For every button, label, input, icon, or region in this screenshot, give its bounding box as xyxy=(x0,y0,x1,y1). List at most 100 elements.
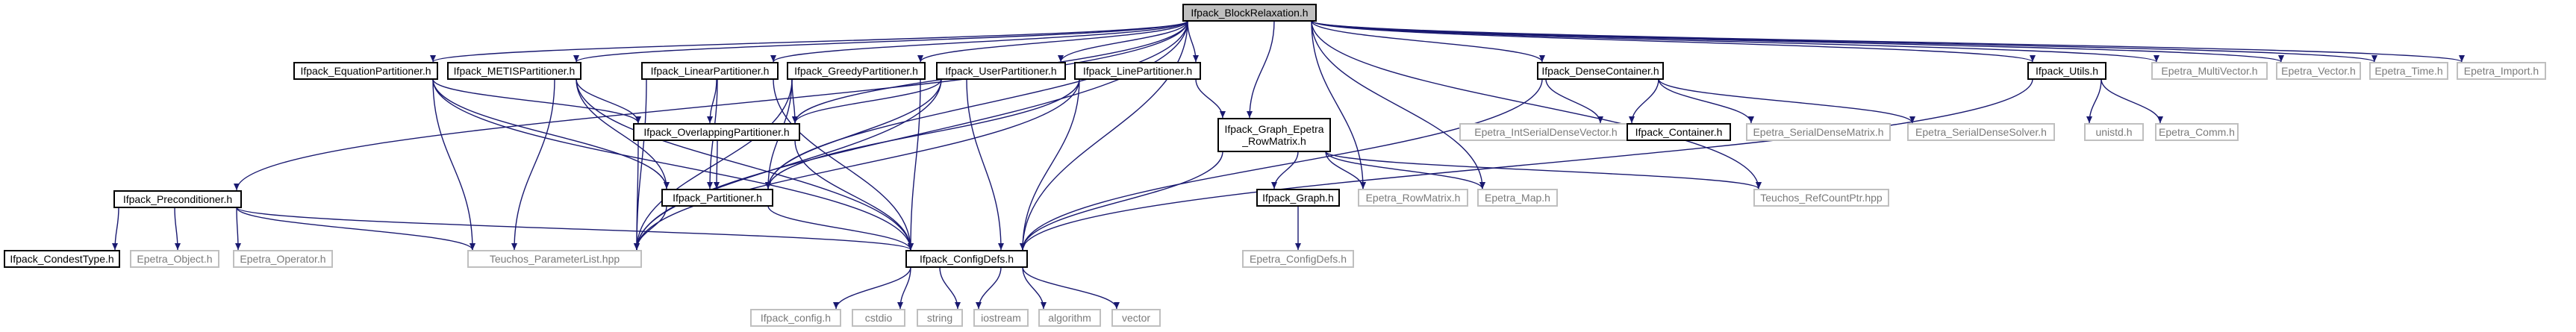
node-sds[interactable]: Epetra_SerialDenseSolver.h xyxy=(1907,123,2055,141)
node-obj[interactable]: Epetra_Object.h xyxy=(130,250,219,268)
node-box xyxy=(852,309,905,327)
node-root[interactable]: Ifpack_BlockRelaxation.h xyxy=(1182,4,1317,22)
include-edge-root-to-import xyxy=(1311,20,2465,63)
include-edge-cfg-to-iostream xyxy=(976,266,1002,310)
include-edge-root-to-dense xyxy=(1311,20,1545,63)
include-edge-linep-to-cfg xyxy=(1020,78,1080,251)
include-edge-utils-to-unistd xyxy=(2086,78,2102,124)
node-label: cstdio xyxy=(865,312,893,324)
node-label: Epetra_Import.h xyxy=(2464,65,2539,77)
include-edge-cfg-to-algorithm xyxy=(1022,266,1047,310)
include-edge-root-to-rcp xyxy=(1311,20,1762,190)
node-graph[interactable]: Ifpack_Graph.h xyxy=(1256,189,1340,207)
node-label: string xyxy=(927,312,952,324)
node-cstdio[interactable]: cstdio xyxy=(852,309,905,327)
include-edge-root-to-greedy xyxy=(917,20,1188,63)
node-box xyxy=(973,309,1029,327)
node-tpl[interactable]: Teuchos_ParameterList.hpp xyxy=(467,250,642,268)
node-label: Epetra_RowMatrix.h xyxy=(1366,192,1461,204)
node-label: Epetra_SerialDenseMatrix.h xyxy=(1753,126,1883,138)
node-box xyxy=(2151,62,2268,80)
node-userp[interactable]: Ifpack_UserPartitioner.h xyxy=(936,62,1066,80)
node-box xyxy=(641,62,779,80)
node-box xyxy=(1477,189,1558,207)
node-box xyxy=(1242,250,1354,268)
node-label: Ifpack_Container.h xyxy=(1635,126,1723,138)
node-isdv[interactable]: Epetra_IntSerialDenseVector.h xyxy=(1459,123,1632,141)
node-label: Ifpack_Graph_Epetra xyxy=(1224,123,1323,135)
node-eqp[interactable]: Ifpack_EquationPartitioner.h xyxy=(293,62,438,80)
include-edge-eqp-to-tpl xyxy=(432,78,475,251)
node-ovl[interactable]: Ifpack_OverlappingPartitioner.h xyxy=(633,123,800,141)
node-algorithm[interactable]: algorithm xyxy=(1038,309,1101,327)
node-box xyxy=(2276,62,2361,80)
include-edge-dense-to-cfg xyxy=(1020,78,1543,251)
include-edge-root-to-utils xyxy=(1311,20,2036,63)
node-box xyxy=(293,62,438,80)
node-linp[interactable]: Ifpack_LinearPartitioner.h xyxy=(641,62,779,80)
node-layer: Ifpack_BlockRelaxation.hIfpack_EquationP… xyxy=(4,4,2546,327)
include-edge-linep-to-gep xyxy=(1195,78,1226,119)
node-label: Ifpack_ConfigDefs.h xyxy=(920,253,1014,265)
node-sdm[interactable]: Epetra_SerialDenseMatrix.h xyxy=(1746,123,1891,141)
node-unistd[interactable]: unistd.h xyxy=(2084,123,2144,141)
node-rowm[interactable]: Epetra_RowMatrix.h xyxy=(1358,189,1468,207)
node-box xyxy=(1217,118,1331,152)
node-linep[interactable]: Ifpack_LinePartitioner.h xyxy=(1074,62,1201,80)
node-ifcfg[interactable]: Ifpack_config.h xyxy=(750,309,841,327)
include-edge-gep-to-map xyxy=(1325,151,1485,190)
node-greedy[interactable]: Ifpack_GreedyPartitioner.h xyxy=(787,62,926,80)
node-vec[interactable]: Epetra_Vector.h xyxy=(2276,62,2361,80)
node-label: iostream xyxy=(981,312,1021,324)
include-edge-metis-to-part xyxy=(576,78,670,190)
include-edge-gep-to-graph xyxy=(1271,151,1299,190)
include-edge-metis-to-cfg xyxy=(576,78,914,251)
node-op[interactable]: Epetra_Operator.h xyxy=(233,250,333,268)
node-rcp[interactable]: Teuchos_RefCountPtr.hpp xyxy=(1753,189,1889,207)
node-box xyxy=(661,189,773,207)
include-edge-greedy-to-ovl xyxy=(791,78,798,124)
include-edge-cfg-to-vector xyxy=(1022,266,1120,310)
include-edge-utils-to-comm xyxy=(2101,78,2163,124)
node-iostream[interactable]: iostream xyxy=(973,309,1029,327)
include-edge-root-to-time xyxy=(1311,20,2377,63)
include-edge-dense-to-isdv xyxy=(1545,78,1603,124)
node-prec[interactable]: Ifpack_Preconditioner.h xyxy=(113,190,242,208)
node-box xyxy=(2084,123,2144,141)
node-cont[interactable]: Ifpack_Container.h xyxy=(1627,123,1731,141)
node-metis[interactable]: Ifpack_METISPartitioner.h xyxy=(447,62,581,80)
node-label: Ifpack_Preconditioner.h xyxy=(123,193,232,205)
node-label: Ifpack_EquationPartitioner.h xyxy=(300,65,431,77)
node-box xyxy=(467,250,642,268)
node-label: Epetra_Object.h xyxy=(137,253,212,265)
node-part[interactable]: Ifpack_Partitioner.h xyxy=(661,189,773,207)
node-label: Ifpack_Partitioner.h xyxy=(673,192,762,204)
node-label: Teuchos_ParameterList.hpp xyxy=(490,253,620,265)
include-edge-prec-to-ct xyxy=(112,207,119,251)
node-map[interactable]: Epetra_Map.h xyxy=(1477,189,1558,207)
node-dense[interactable]: Ifpack_DenseContainer.h xyxy=(1537,62,1664,80)
node-label: Teuchos_RefCountPtr.hpp xyxy=(1760,192,1883,204)
node-label: Ifpack_UserPartitioner.h xyxy=(945,65,1056,77)
node-ct[interactable]: Ifpack_CondestType.h xyxy=(4,250,120,268)
node-string[interactable]: string xyxy=(917,309,963,327)
node-label: Epetra_Comm.h xyxy=(2159,126,2235,138)
node-comm[interactable]: Epetra_Comm.h xyxy=(2155,123,2239,141)
node-ecfg[interactable]: Epetra_ConfigDefs.h xyxy=(1242,250,1354,268)
node-vector[interactable]: vector xyxy=(1111,309,1161,327)
node-box xyxy=(905,250,1028,268)
node-gep[interactable]: Ifpack_Graph_Epetra_RowMatrix.h xyxy=(1217,118,1331,152)
include-edge-cfg-to-ifcfg xyxy=(833,266,911,310)
include-edge-prec-to-obj xyxy=(174,207,181,251)
node-import[interactable]: Epetra_Import.h xyxy=(2457,62,2546,80)
node-box xyxy=(1746,123,1891,141)
node-box xyxy=(1907,123,2055,141)
node-label: Ifpack_DenseContainer.h xyxy=(1541,65,1659,77)
node-cfg[interactable]: Ifpack_ConfigDefs.h xyxy=(905,250,1028,268)
node-label: Ifpack_LinePartitioner.h xyxy=(1083,65,1192,77)
include-edge-linep-to-tpl xyxy=(634,78,1080,251)
node-utils[interactable]: Ifpack_Utils.h xyxy=(2027,62,2106,80)
node-time[interactable]: Epetra_Time.h xyxy=(2369,62,2448,80)
node-mvec[interactable]: Epetra_MultiVector.h xyxy=(2151,62,2268,80)
node-label: Epetra_Operator.h xyxy=(240,253,325,265)
